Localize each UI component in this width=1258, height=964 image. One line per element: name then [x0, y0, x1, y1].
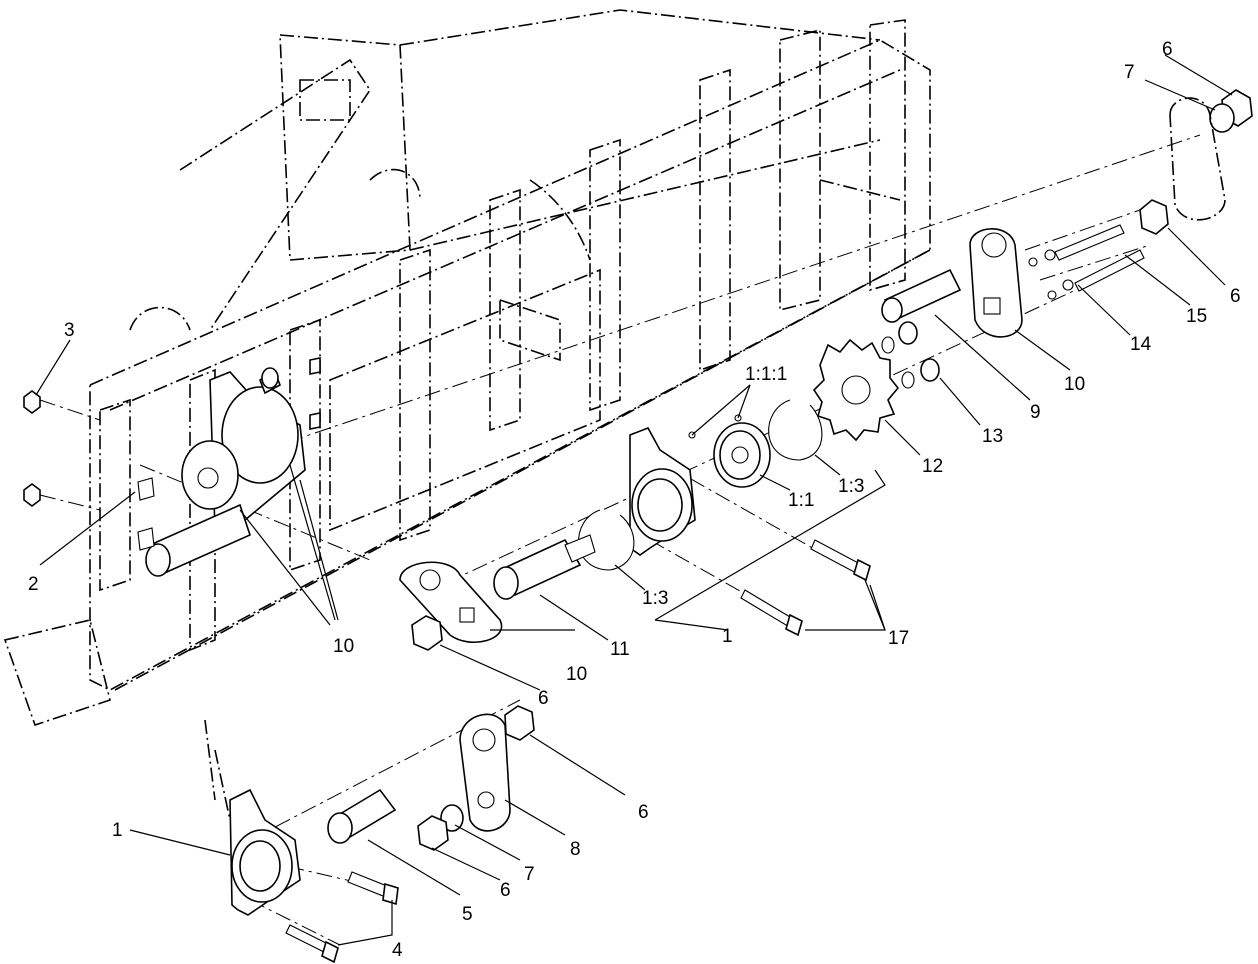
- callout-1-1: 1:1: [788, 490, 814, 511]
- callout-14: 14: [1130, 334, 1152, 355]
- callout-1-3-lower: 1:3: [642, 588, 668, 609]
- callout-1-1-1: 1:1:1: [745, 364, 787, 385]
- callout-17: 17: [888, 628, 909, 649]
- callout-3: 3: [64, 320, 75, 341]
- callout-8: 8: [570, 839, 581, 860]
- callout-10-right: 10: [1064, 374, 1085, 395]
- callout-1-main: 1: [722, 626, 733, 647]
- callout-12: 12: [922, 456, 943, 477]
- callout-9: 9: [1030, 402, 1041, 423]
- leader-lines: [35, 54, 1233, 946]
- callout-13-part: 13: [982, 426, 1003, 447]
- callout-7-lower: 7: [524, 864, 535, 885]
- callout-7-top: 7: [1124, 62, 1135, 83]
- callout-1-3-upper: 1:3: [838, 476, 864, 497]
- callout-1-lower: 1: [112, 820, 123, 841]
- callout-labels: 3 2 10 1:1:1 1:1 1:3 1:3 1 11 10 6 17 6 …: [28, 39, 1241, 961]
- callout-10-left: 10: [333, 636, 354, 657]
- callout-10-mid: 10: [566, 664, 587, 685]
- callout-6-lower-right: 6: [638, 802, 649, 823]
- callout-15: 15: [1186, 306, 1207, 327]
- callout-11-part: 11: [610, 639, 630, 660]
- callout-2: 2: [28, 574, 39, 595]
- callout-4: 4: [392, 940, 403, 961]
- callout-6-mid: 6: [538, 688, 549, 709]
- left-plate-pins: [23, 390, 155, 551]
- left-idler-assembly: [145, 357, 321, 577]
- callout-6-lower-left: 6: [500, 880, 511, 901]
- lower-bearing-assembly: [229, 705, 535, 964]
- callout-5: 5: [462, 904, 473, 925]
- callout-6-top: 6: [1162, 39, 1173, 60]
- callout-6-right: 6: [1230, 286, 1241, 307]
- upper-right-assembly: [399, 89, 1253, 651]
